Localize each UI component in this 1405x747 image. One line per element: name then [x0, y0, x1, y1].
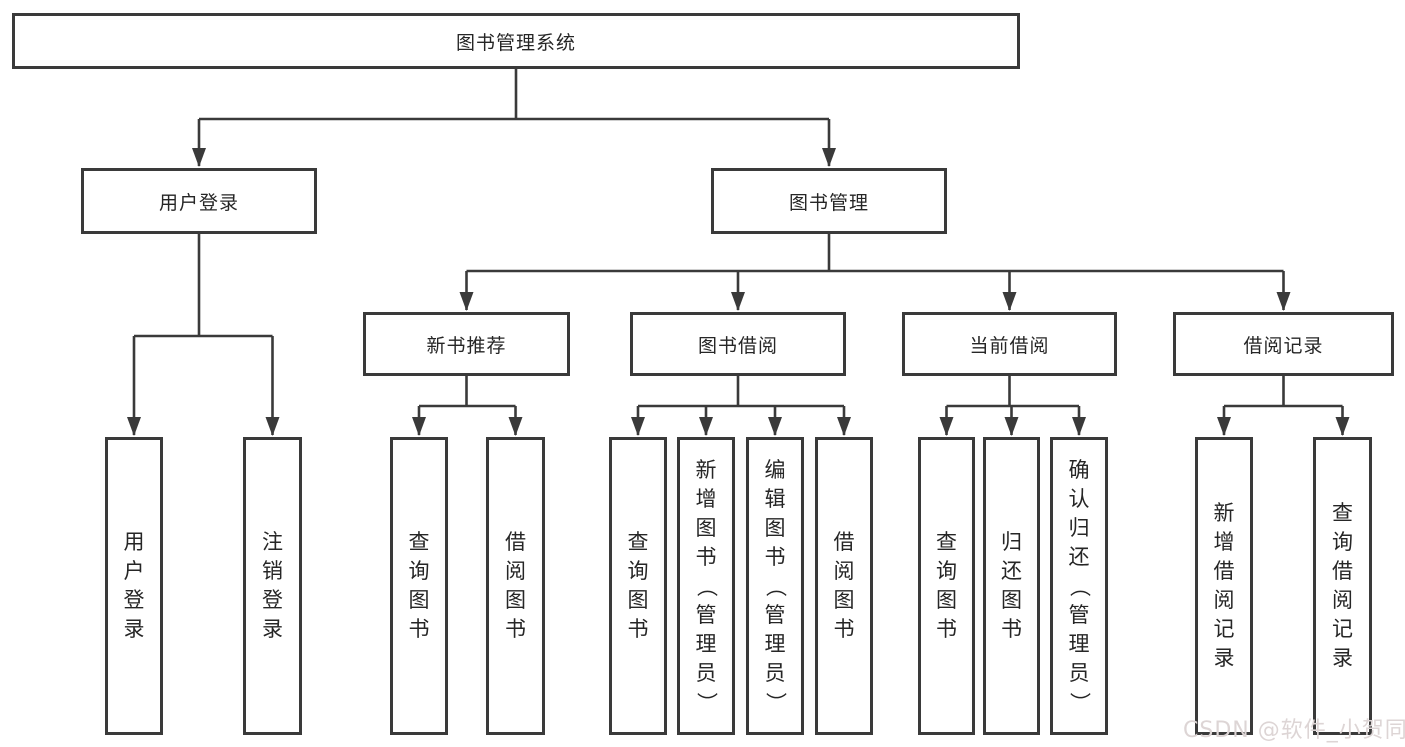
node-query-books-recommend: 查询图书: [390, 437, 448, 735]
node-borrowing-records: 借阅记录: [1173, 312, 1394, 376]
node-book-management: 图书管理: [711, 168, 947, 234]
node-edit-books-admin: 编辑图书（管理员）: [746, 437, 804, 735]
node-user-login-leaf: 用户登录: [105, 437, 163, 735]
node-logout-login-leaf: 注销登录: [243, 437, 302, 735]
csdn-watermark: CSDN @软件_小贺同学: [1183, 718, 1405, 743]
node-confirm-return-admin: 确认归还（管理员）: [1050, 437, 1108, 735]
node-user-login: 用户登录: [81, 168, 317, 234]
node-query-books-current: 查询图书: [918, 437, 975, 735]
node-borrow-books: 借阅图书: [815, 437, 873, 735]
node-borrow-books-recommend: 借阅图书: [486, 437, 545, 735]
node-add-borrow-record: 新增借阅记录: [1195, 437, 1253, 735]
node-new-book-recommendation: 新书推荐: [363, 312, 570, 376]
node-query-borrow-record: 查询借阅记录: [1313, 437, 1372, 735]
node-return-books: 归还图书: [983, 437, 1040, 735]
node-book-borrowing: 图书借阅: [630, 312, 846, 376]
node-book-management-system: 图书管理系统: [12, 13, 1020, 69]
node-current-borrowing: 当前借阅: [902, 312, 1117, 376]
node-query-books-borrowing: 查询图书: [609, 437, 667, 735]
node-add-books-admin: 新增图书（管理员）: [677, 437, 735, 735]
